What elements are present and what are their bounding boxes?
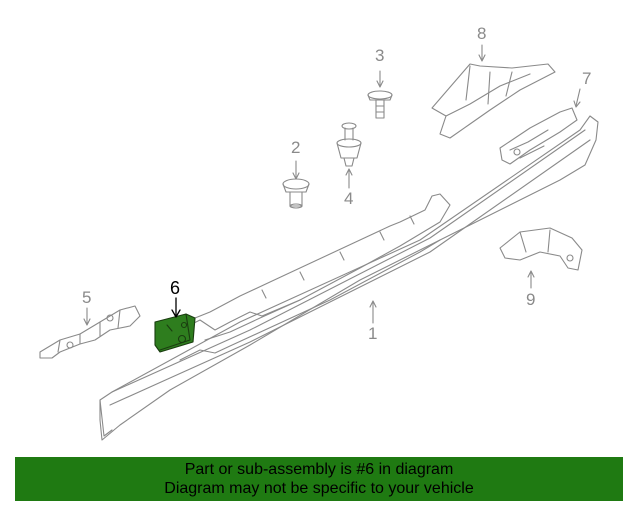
leader-line-6 (171, 297, 181, 318)
callout-6: 6 (170, 278, 181, 298)
callout-3: 3 (375, 46, 385, 65)
part-2-clip (282, 178, 310, 209)
part-1-rocker-panel (99, 115, 599, 441)
banner-line-1: Part or sub-assembly is #6 in diagram (184, 461, 454, 478)
part-6-highlighted-bracket (154, 313, 196, 353)
callout-2: 2 (291, 138, 301, 157)
banner-line-2: Diagram may not be specific to your vehi… (164, 480, 474, 497)
diagram-notice-banner: Part or sub-assembly is #6 in diagram Di… (15, 457, 623, 501)
callout-8: 8 (477, 24, 487, 43)
callout-9: 9 (526, 290, 536, 309)
part-8-upper-bracket (431, 63, 556, 139)
part-7-trim-piece (499, 107, 578, 165)
callout-4: 4 (344, 189, 354, 208)
callout-5: 5 (82, 288, 92, 307)
part-9-rear-bracket (499, 227, 583, 271)
callout-7: 7 (582, 69, 592, 88)
leader-lines (83, 44, 581, 326)
part-3-push-pin (367, 90, 393, 119)
part-4-rivet-clip (336, 122, 362, 167)
part-5-bracket (39, 305, 141, 359)
callout-1: 1 (368, 324, 378, 343)
exploded-parts-diagram (39, 44, 599, 441)
